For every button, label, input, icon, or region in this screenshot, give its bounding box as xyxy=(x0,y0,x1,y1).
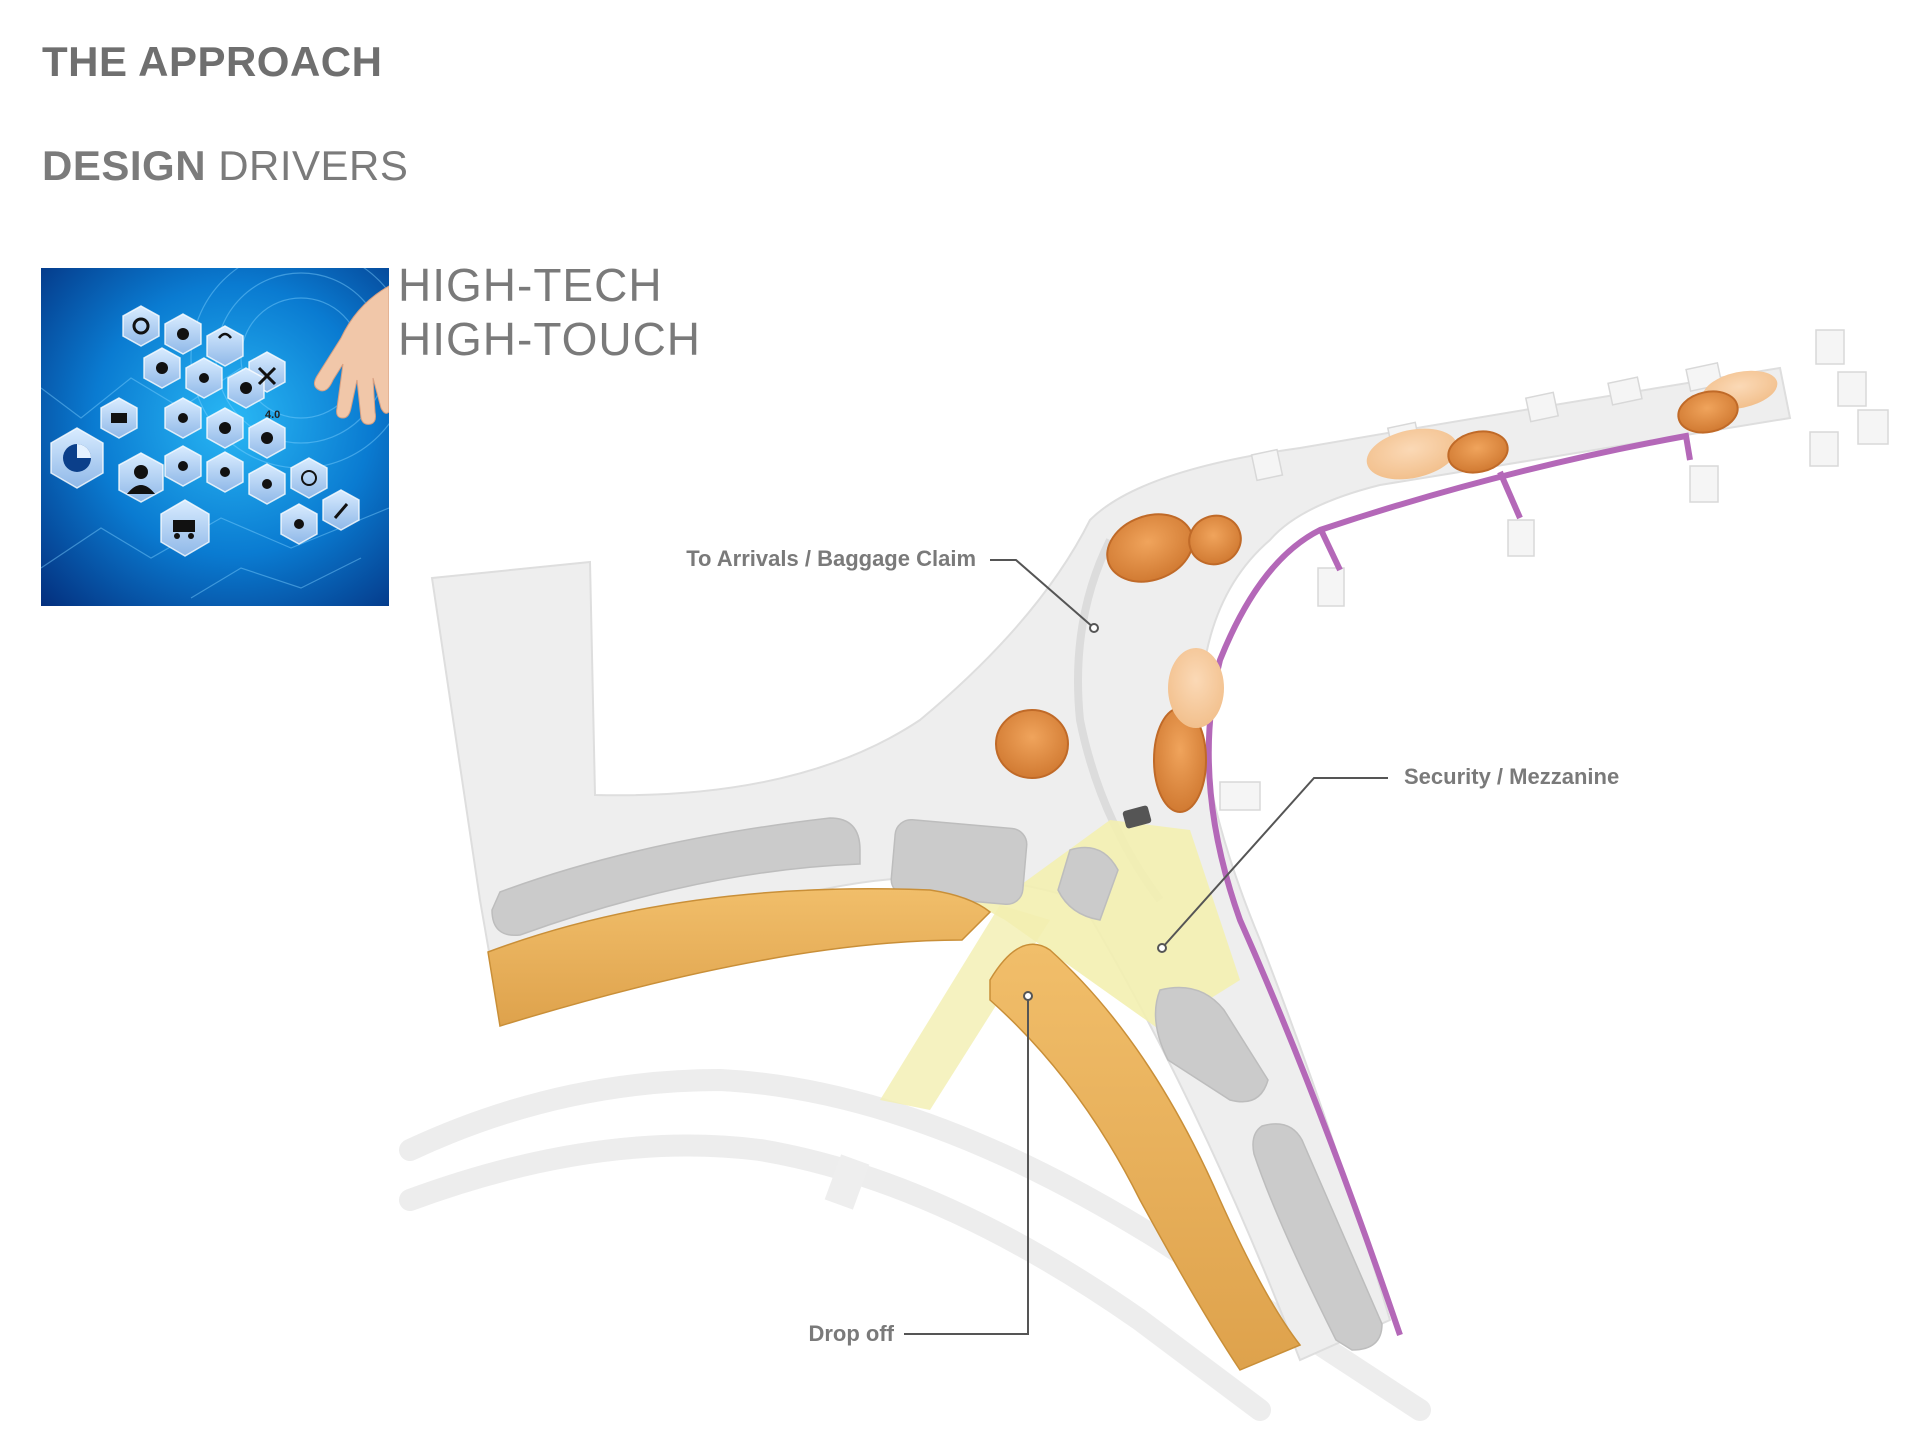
dropoff-band-right xyxy=(989,943,1302,1371)
checkin-block xyxy=(1057,846,1119,921)
tagline-line1: HIGH-TECH xyxy=(398,259,663,311)
roadway xyxy=(399,1068,1431,1421)
gate-block xyxy=(1837,371,1867,407)
image-label: 4.0 xyxy=(265,409,280,421)
vestibule-marker xyxy=(1122,805,1152,829)
gate-block xyxy=(1219,781,1261,811)
callout-dot-security xyxy=(1157,943,1167,953)
callout-security: Security / Mezzanine xyxy=(1404,764,1619,789)
subtitle-bold: DESIGN xyxy=(42,142,207,189)
tagline: HIGH-TECH HIGH-TOUCH xyxy=(398,258,701,366)
gate-block xyxy=(1250,448,1284,482)
gate-block xyxy=(1857,409,1889,445)
pod xyxy=(1677,390,1739,434)
people-mover-branch xyxy=(1319,530,1343,572)
security-zone xyxy=(950,820,1240,1030)
tagline-line2: HIGH-TOUCH xyxy=(398,313,702,365)
pod xyxy=(1188,514,1242,566)
checkin-block xyxy=(491,817,861,937)
page-subtitle: DESIGN DRIVERS xyxy=(42,142,408,190)
callout-dot-dropoff xyxy=(1023,991,1033,1001)
callout-line-arrivals xyxy=(990,559,1095,629)
callout-dropoff: Drop off xyxy=(808,1321,894,1346)
gate-block xyxy=(1815,329,1845,365)
page-title: THE APPROACH xyxy=(42,38,383,85)
hexagon-glyphs xyxy=(63,317,349,539)
callout-line-security xyxy=(1161,777,1388,949)
callout-dot-arrivals xyxy=(1089,623,1099,633)
pod xyxy=(1447,430,1509,474)
gate-block xyxy=(1524,391,1560,423)
hand-image xyxy=(313,285,389,425)
dropoff-band-left xyxy=(487,888,992,1027)
pod-light xyxy=(1168,648,1224,728)
subtitle-light: DRIVERS xyxy=(218,142,409,189)
gate-block xyxy=(1809,431,1839,467)
pod xyxy=(995,709,1069,779)
callout-arrivals: To Arrivals / Baggage Claim xyxy=(686,546,976,571)
gate-block xyxy=(1317,567,1345,607)
tech-hexagon-image: 4.0 xyxy=(41,268,389,606)
people-mover-branch xyxy=(1497,470,1523,520)
gate-block xyxy=(1607,376,1643,406)
pod-light xyxy=(1366,428,1458,480)
hexagon-icon xyxy=(290,457,328,499)
gate-block xyxy=(1689,465,1719,503)
gate-block xyxy=(1507,519,1535,557)
checkin-block xyxy=(1154,986,1269,1103)
roadway-block xyxy=(824,1154,870,1210)
callout-line-dropoff xyxy=(904,996,1029,1335)
hexagon-icon xyxy=(206,325,244,367)
checkin-block xyxy=(1252,1123,1383,1351)
hexagon-icon xyxy=(122,305,160,347)
